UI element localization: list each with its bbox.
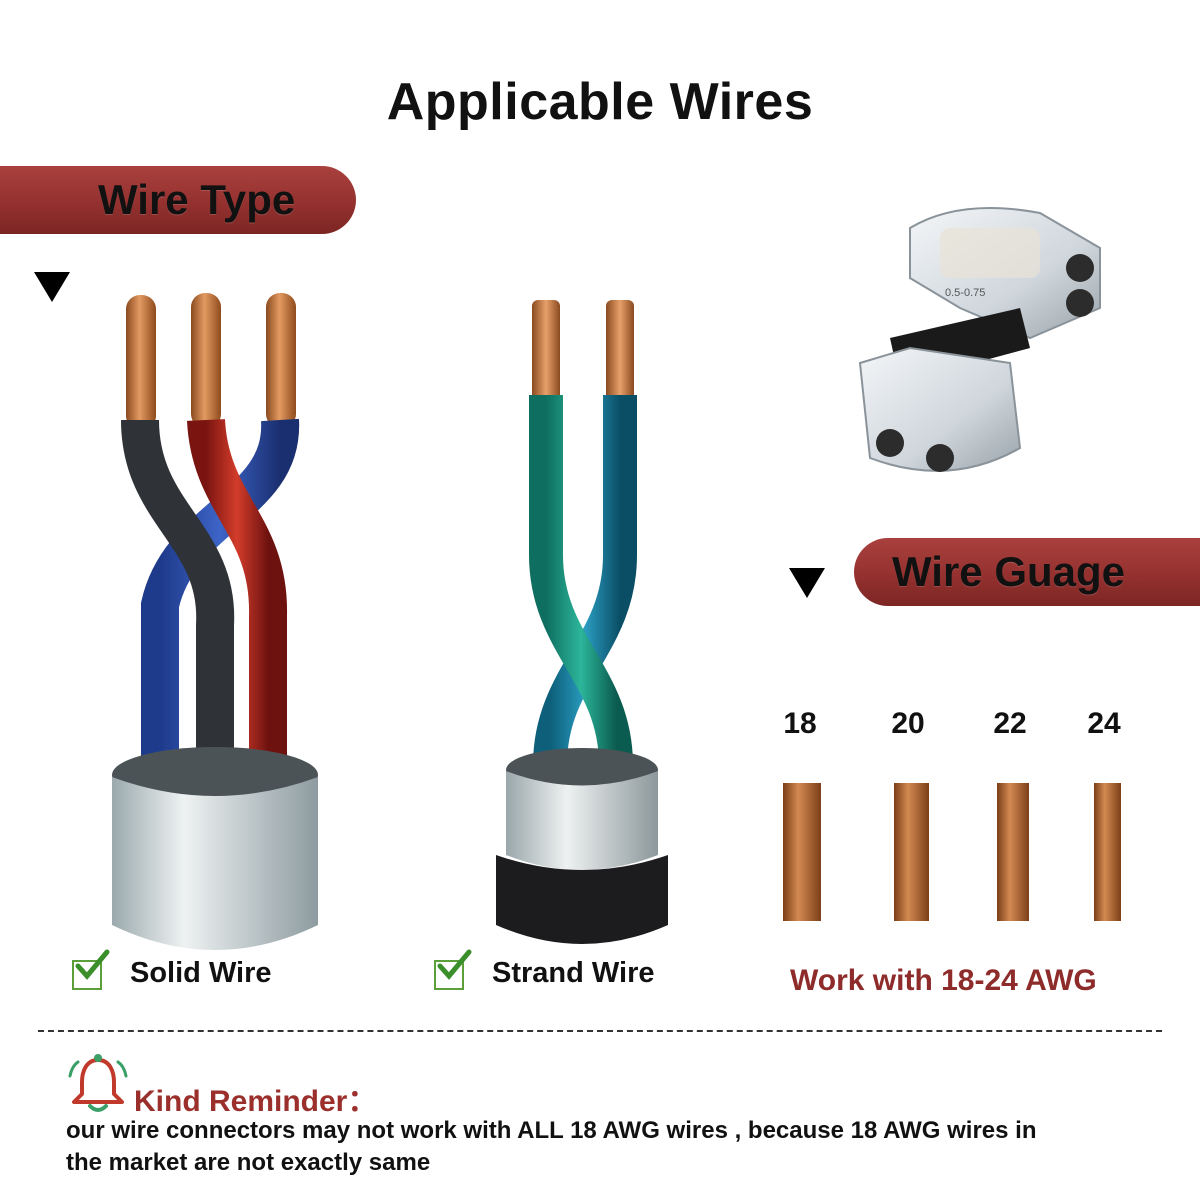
checkmark-icon	[72, 949, 110, 990]
copper-rod-20	[894, 783, 929, 921]
solid-wire-option: Solid Wire	[72, 949, 272, 990]
gauge-rods	[783, 783, 1121, 921]
copper-core	[266, 293, 296, 428]
checkmark-icon	[434, 949, 472, 990]
gauge-label: 24	[1087, 707, 1121, 740]
wire-jacket	[112, 777, 318, 950]
page-title: Applicable Wires	[386, 73, 814, 131]
stranded-core	[606, 300, 634, 400]
outer-sheath	[496, 855, 668, 944]
solid-wire-label: Solid Wire	[130, 956, 272, 989]
connector-image: 0.5-0.75	[858, 207, 1101, 472]
strand-wire-label: Strand Wire	[492, 956, 655, 989]
triangle-down-icon	[789, 568, 825, 598]
strand-wire-option: Strand Wire	[434, 949, 655, 990]
copper-rod-22	[997, 783, 1029, 921]
wire-gauge-heading: Wire Guage	[892, 548, 1126, 595]
strand-wire-illustration	[496, 300, 668, 944]
reminder-line-2: the market are not exactly same	[66, 1149, 431, 1176]
reminder-title: Kind Reminder：	[134, 1085, 378, 1118]
copper-rod-18	[783, 783, 821, 921]
bell-icon	[68, 1054, 128, 1112]
triangle-down-icon	[34, 272, 70, 302]
awg-range-note: Work with 18-24 AWG	[790, 964, 1097, 997]
wire-type-banner: Wire Type	[0, 166, 356, 234]
reminder-line-1: our wire connectors may not work with AL…	[66, 1117, 1037, 1144]
gauge-label: 20	[891, 707, 925, 740]
solid-wire-illustration	[112, 293, 318, 950]
gauge-label: 18	[783, 707, 817, 740]
copper-core	[191, 293, 221, 428]
copper-core	[126, 295, 156, 430]
gauge-label: 22	[993, 707, 1027, 740]
stranded-core	[532, 300, 560, 400]
wire-gauge-banner: Wire Guage	[854, 538, 1200, 606]
wire-jacket	[506, 771, 658, 870]
connector-marking: 0.5-0.75	[945, 287, 985, 299]
copper-rod-24	[1094, 783, 1121, 921]
dashed-divider	[38, 1030, 1162, 1032]
reminder-text: our wire connectors may not work with AL…	[66, 1115, 1176, 1179]
wire-type-heading: Wire Type	[98, 176, 296, 223]
